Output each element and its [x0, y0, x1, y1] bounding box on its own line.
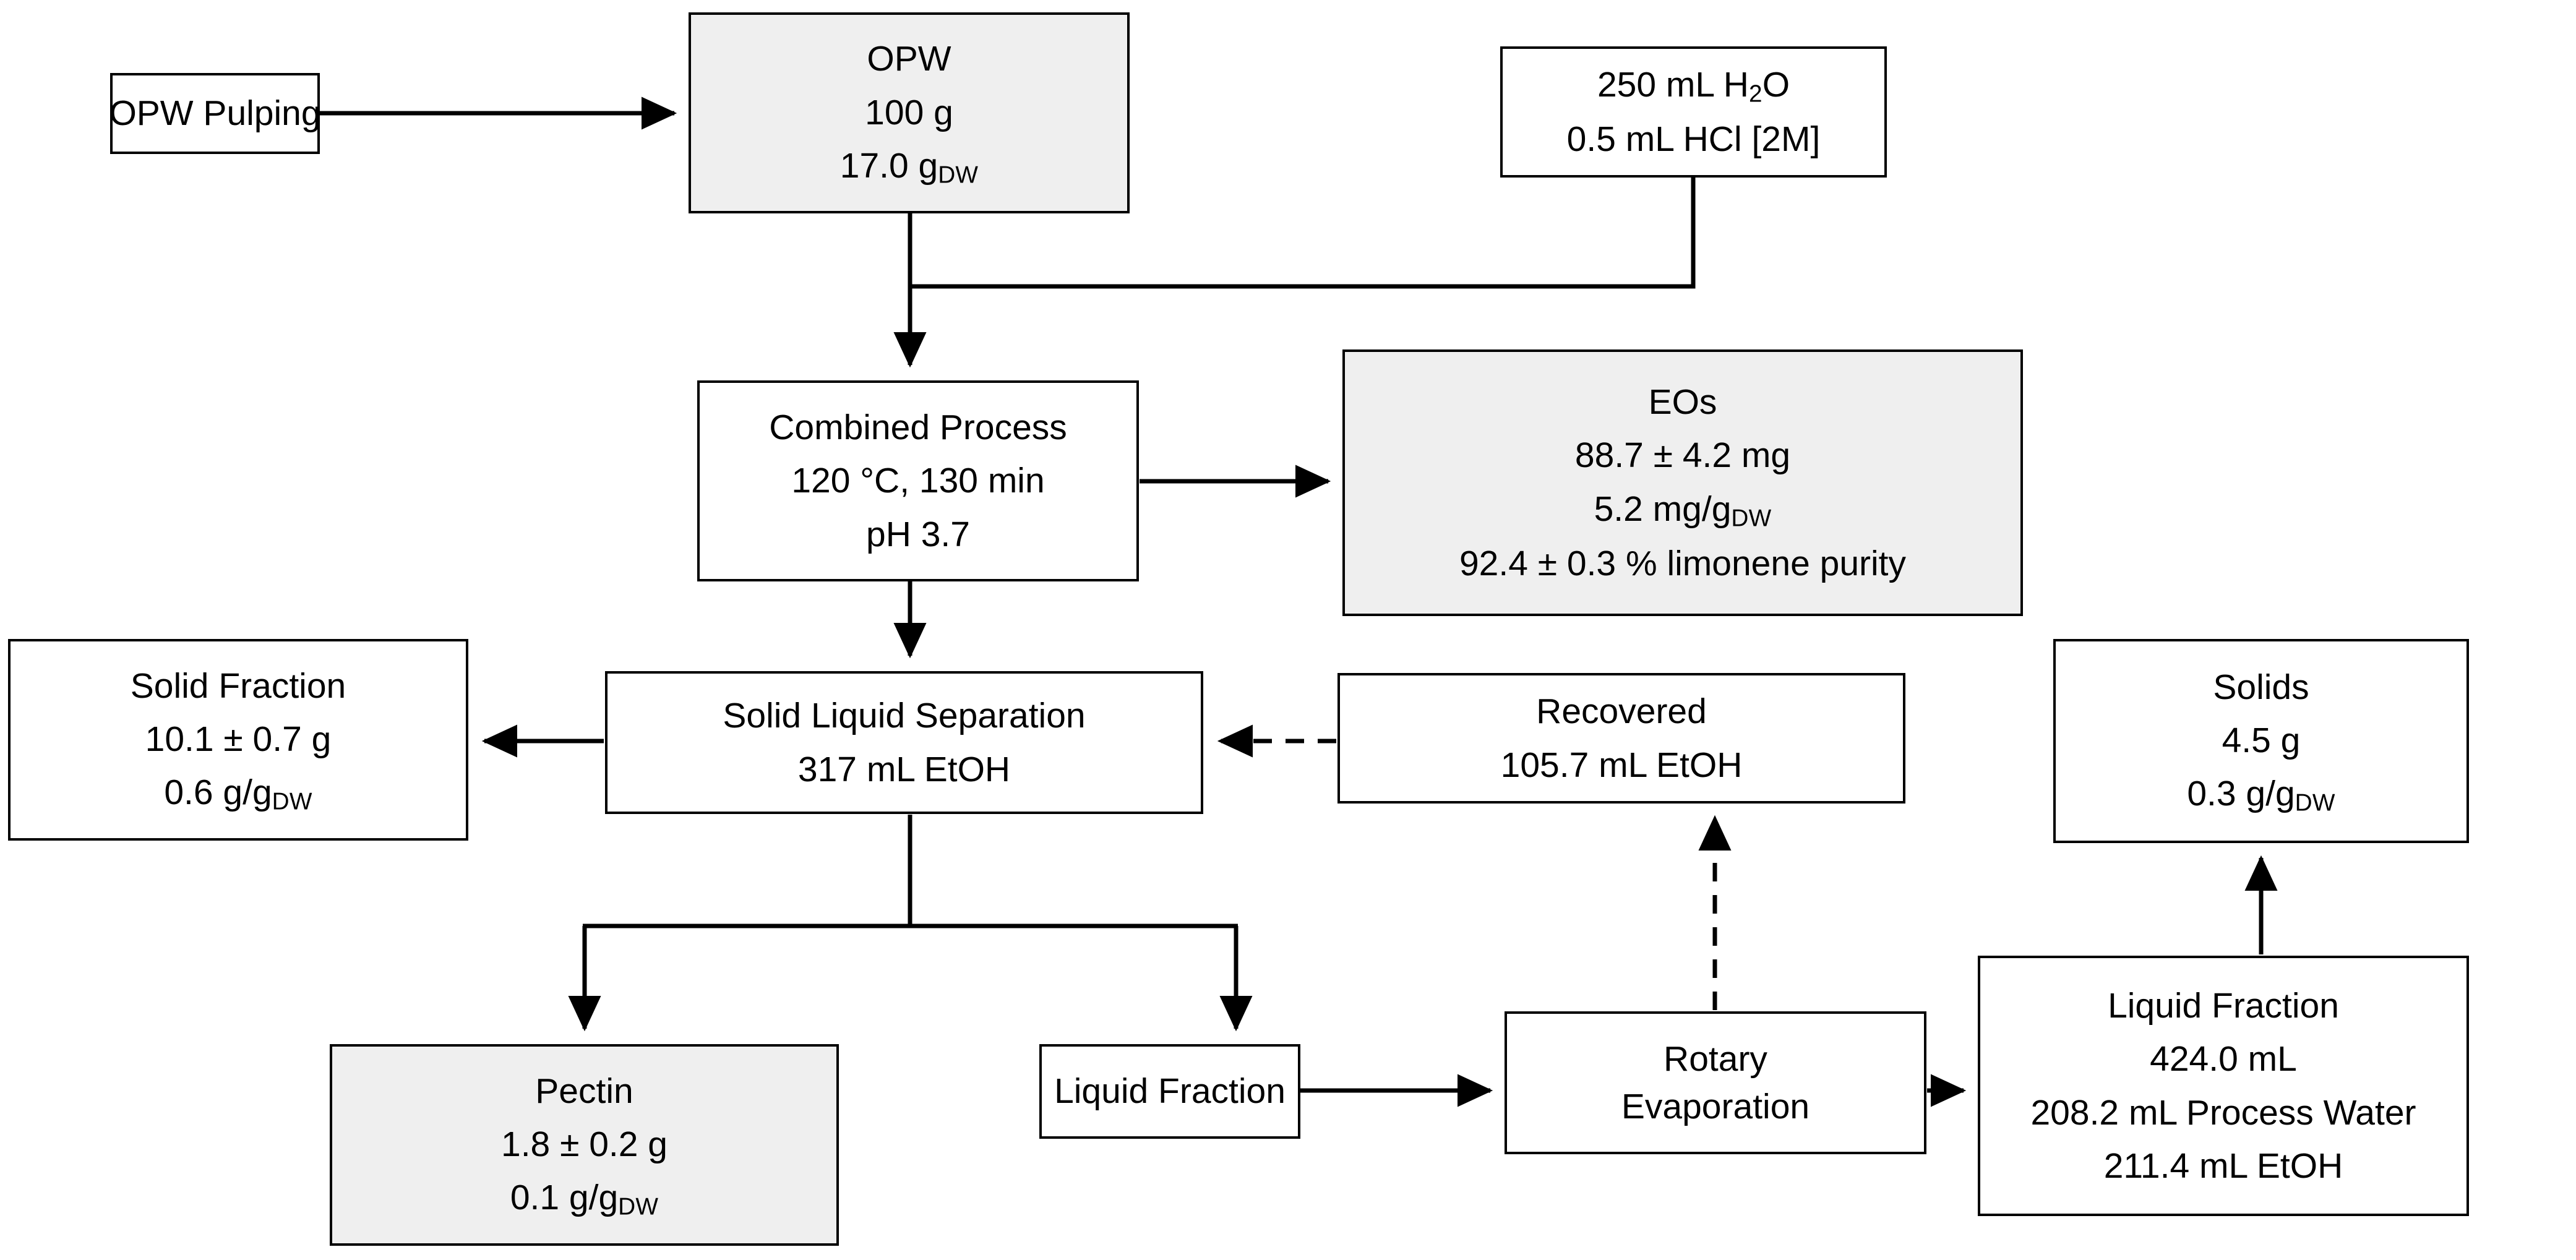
node-combined-process[interactable]: Combined Process 120 °C, 130 min pH 3.7: [697, 380, 1139, 581]
node-pectin-line-1: Pectin: [535, 1071, 633, 1111]
node-solid-liquid-separation-line-1: Solid Liquid Separation: [723, 696, 1086, 736]
node-pectin-line-3-value: 0.1 g/g: [510, 1178, 619, 1218]
node-recovered-line-1: Recovered: [1536, 692, 1707, 732]
node-solid-fraction-line-1: Solid Fraction: [130, 666, 346, 706]
node-opw-pulping[interactable]: OPW Pulping: [109, 73, 321, 154]
node-solid-fraction-line-3: 0.6 g/gDW: [158, 766, 318, 820]
node-solids-line-3-subscript: DW: [2295, 789, 2335, 816]
node-acid-water-line-1: 250 mL H2O: [1591, 58, 1796, 113]
node-liquid-fraction-large-line-4: 211.4 mL EtOH: [2103, 1146, 2343, 1186]
node-eos-line-3: 5.2 mg/gDW: [1588, 482, 1778, 537]
node-opw-pulping-line-1: OPW Pulping: [109, 93, 321, 134]
node-opw-line-1: OPW: [867, 39, 951, 79]
node-opw[interactable]: OPW 100 g 17.0 gDW: [689, 12, 1130, 213]
node-opw-line-3-subscript: DW: [938, 161, 979, 189]
node-rotary-evaporation[interactable]: Rotary Evaporation: [1505, 1011, 1926, 1154]
node-solid-fraction-line-2: 10.1 ± 0.7 g: [145, 719, 332, 760]
node-liquid-fraction-large[interactable]: Liquid Fraction 424.0 mL 208.2 mL Proces…: [1978, 956, 2469, 1216]
node-solids-line-1: Solids: [2213, 667, 2309, 707]
node-combined-process-line-2: 120 °C, 130 min: [791, 461, 1045, 501]
node-solid-fraction-line-3-value: 0.6 g/g: [164, 773, 272, 813]
node-solid-fraction[interactable]: Solid Fraction 10.1 ± 0.7 g 0.6 g/gDW: [8, 639, 468, 841]
node-eos-line-4: 92.4 ± 0.3 % limonene purity: [1459, 543, 1907, 583]
node-acid-water-line-1-value: 250 mL H: [1597, 64, 1749, 105]
node-eos[interactable]: EOs 88.7 ± 4.2 mg 5.2 mg/gDW 92.4 ± 0.3 …: [1342, 349, 2023, 616]
node-solid-liquid-separation-line-2: 317 mL EtOH: [797, 749, 1011, 789]
node-solids[interactable]: Solids 4.5 g 0.3 g/gDW: [2053, 639, 2469, 843]
node-liquid-fraction-small[interactable]: Liquid Fraction: [1039, 1044, 1300, 1139]
node-eos-line-2: 88.7 ± 4.2 mg: [1574, 435, 1791, 476]
node-recovered-line-2: 105.7 mL EtOH: [1500, 745, 1743, 785]
node-opw-line-2: 100 g: [865, 92, 953, 132]
node-solids-line-3-value: 0.3 g/g: [2187, 774, 2295, 814]
node-solid-liquid-separation[interactable]: Solid Liquid Separation 317 mL EtOH: [605, 671, 1203, 814]
edge-solid-liquid-separation-fork: [568, 815, 1253, 1032]
node-acid-water-line-1-tail: O: [1762, 64, 1790, 105]
node-eos-line-3-value: 5.2 mg/g: [1594, 489, 1732, 529]
node-solid-fraction-line-3-subscript: DW: [272, 788, 312, 815]
node-pectin-line-2: 1.8 ± 0.2 g: [501, 1125, 668, 1165]
node-eos-line-1: EOs: [1648, 382, 1717, 422]
node-combined-process-line-3: pH 3.7: [866, 514, 970, 554]
node-rotary-evaporation-line-2: Evaporation: [1621, 1086, 1810, 1126]
node-acid-water-line-2: 0.5 mL HCl [2M]: [1566, 119, 1821, 159]
node-liquid-fraction-small-line-1: Liquid Fraction: [1054, 1071, 1286, 1112]
node-recovered[interactable]: Recovered 105.7 mL EtOH: [1337, 673, 1905, 804]
node-rotary-evaporation-line-1: Rotary: [1664, 1039, 1767, 1079]
node-acid-water-charge[interactable]: 250 mL H2O 0.5 mL HCl [2M]: [1500, 46, 1887, 178]
node-pectin-line-3-subscript: DW: [618, 1193, 659, 1220]
node-opw-line-3-value: 17.0: [839, 145, 919, 186]
node-eos-line-3-subscript: DW: [1731, 505, 1772, 532]
node-opw-line-3-unit: g: [918, 145, 938, 186]
node-opw-line-3: 17.0 gDW: [834, 139, 984, 194]
node-acid-water-line-1-subscript: 2: [1748, 80, 1762, 108]
node-liquid-fraction-large-line-1: Liquid Fraction: [2108, 985, 2339, 1026]
node-solids-line-3: 0.3 g/gDW: [2181, 767, 2341, 821]
node-pectin-line-3: 0.1 g/gDW: [504, 1171, 664, 1225]
node-pectin[interactable]: Pectin 1.8 ± 0.2 g 0.1 g/gDW: [330, 1044, 839, 1246]
node-liquid-fraction-large-line-3: 208.2 mL Process Water: [2030, 1092, 2416, 1133]
node-liquid-fraction-large-line-2: 424.0 mL: [2150, 1039, 2297, 1079]
node-solids-line-2: 4.5 g: [2222, 721, 2301, 761]
node-combined-process-line-1: Combined Process: [769, 407, 1067, 447]
